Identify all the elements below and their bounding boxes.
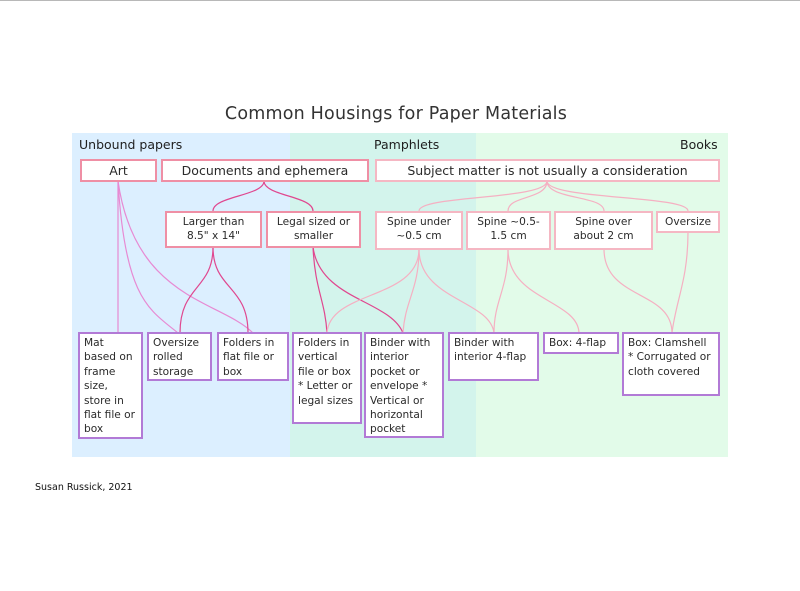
art-box: Art: [80, 159, 157, 182]
spine-over-box: Spine over about 2 cm: [554, 211, 653, 250]
connector-over-clamshell: [603, 248, 673, 334]
documents-box: Documents and ephemera: [161, 159, 369, 182]
mat-housing-box: Mat based on frame size, store in flat f…: [78, 332, 143, 439]
books-header: Books: [680, 137, 718, 152]
flat-file-folders-box: Folders in flat file or box: [217, 332, 289, 381]
subject-matter-box: Subject matter is not usually a consider…: [375, 159, 720, 182]
connector-mid-box4: [507, 248, 580, 334]
books-band: [476, 133, 728, 457]
connector-subject-mid: [507, 180, 548, 212]
connector-art-rolled: [117, 180, 179, 334]
top-rule: [0, 0, 800, 1]
connector-larger-flat: [212, 246, 249, 334]
connector-under-flap: [418, 248, 495, 334]
connector-mid-flap: [493, 248, 509, 334]
clamshell-box: Box: Clamshell * Corrugated or cloth cov…: [622, 332, 720, 396]
binder-flap-box: Binder with interior 4-flap: [448, 332, 539, 381]
connector-legal-vertical: [312, 246, 328, 334]
unbound-papers-header: Unbound papers: [79, 137, 183, 152]
connector-oversize-clamshell: [671, 231, 689, 334]
connector-subject-oversize: [546, 180, 689, 212]
connector-legal-binder: [312, 246, 404, 334]
spine-under-box: Spine under ~0.5 cm: [375, 211, 463, 250]
connector-larger-rolled: [179, 246, 214, 334]
binder-pocket-box: Binder with interior pocket or envelope …: [364, 332, 444, 438]
legal-sized-box: Legal sized or smaller: [266, 211, 361, 248]
vertical-file-folders-box: Folders in vertical file or box * Letter…: [292, 332, 362, 424]
connector-art-flat: [117, 180, 254, 334]
box-4flap-box: Box: 4-flap: [543, 332, 619, 354]
author-credit: Susan Russick, 2021: [35, 482, 133, 493]
oversize-box: Oversize: [656, 211, 720, 233]
larger-than-box: Larger than 8.5" x 14": [165, 211, 262, 248]
connector-under-vertical: [326, 248, 420, 334]
connector-docs-larger: [212, 180, 265, 212]
spine-mid-box: Spine ~0.5-1.5 cm: [466, 211, 551, 250]
connector-docs-legal: [263, 180, 314, 212]
connector-subject-over: [546, 180, 605, 212]
connector-under-binder: [402, 248, 420, 334]
diagram-title: Common Housings for Paper Materials: [224, 104, 568, 124]
connector-subject-under: [418, 180, 548, 212]
rolled-storage-box: Oversize rolled storage: [147, 332, 212, 381]
pamphlets-header: Pamphlets: [374, 137, 440, 152]
